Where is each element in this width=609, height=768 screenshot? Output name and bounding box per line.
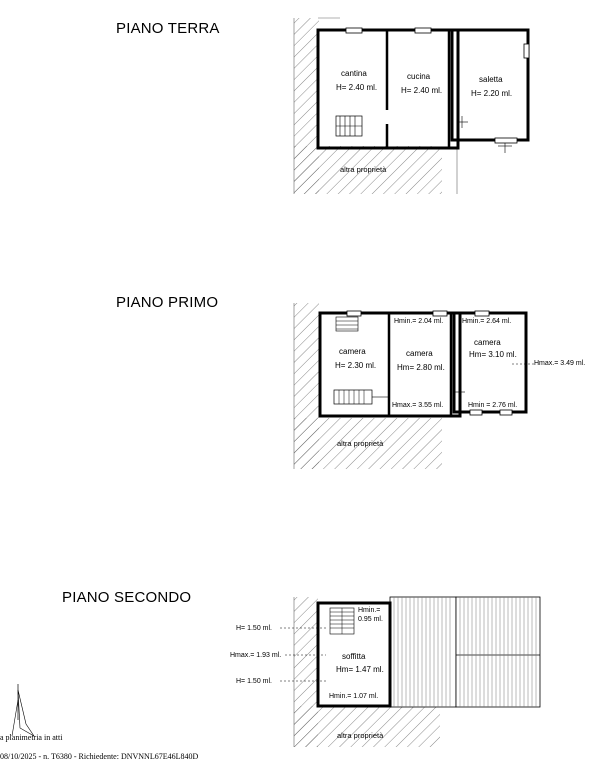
room-height-saletta: H= 2.20 ml. (471, 89, 512, 98)
note-hmin-2-64: Hmin.= 2.64 ml. (462, 318, 511, 325)
room-height-camera-3: Hm= 3.10 ml. (469, 350, 517, 359)
roof-hatch (389, 596, 541, 708)
ground-stairs (335, 115, 363, 137)
second-stairs (329, 607, 355, 635)
room-label-cucina: cucina (407, 72, 431, 81)
room-label-soffitta: soffitta (342, 652, 366, 661)
first-floor-plan: camera H= 2.30 ml. camera Hm= 2.80 ml. c… (293, 303, 585, 469)
north-arrow-icon (11, 684, 35, 737)
note-hmax-1-93: Hmax.= 1.93 ml. (230, 652, 281, 659)
room-height-soffitta: Hm= 1.47 ml. (336, 665, 384, 674)
room-height-cucina: H= 2.40 ml. (401, 86, 442, 95)
note-hmax-3-49: Hmax.= 3.49 ml. (534, 360, 585, 367)
note-hmin-top-value: 0.95 ml. (358, 616, 383, 623)
neighbor-label-first: altra proprietà (337, 439, 384, 448)
room-label-camera-1: camera (339, 347, 366, 356)
footer-caption: a planimetria in atti (0, 733, 63, 742)
note-hmax-3-55: Hmax.= 3.55 ml. (392, 402, 443, 409)
first-floor-title: PIANO PRIMO (116, 294, 219, 311)
second-bottom-hatch (294, 706, 440, 747)
note-h-1-50-bottom: H= 1.50 ml. (236, 678, 272, 685)
first-wall-right-room (452, 311, 528, 414)
first-stairs (333, 316, 388, 405)
neighbor-label-ground: altra proprietà (340, 165, 387, 174)
note-hmin-2-76: Hmin = 2.76 ml. (468, 402, 517, 409)
first-bottom-hatch (294, 418, 442, 469)
room-height-camera-1: H= 2.30 ml. (335, 361, 376, 370)
note-h-1-50-top: H= 1.50 ml. (236, 625, 272, 632)
ground-floor-plan: cantina H= 2.40 ml. cucina H= 2.40 ml. s… (293, 17, 530, 194)
second-floor-plan: Hmin.= 0.95 ml. H= 1.50 ml. Hmax.= 1.93 … (230, 596, 541, 747)
ground-wall-saletta (450, 28, 530, 142)
note-hmin-1-07: Hmin.= 1.07 ml. (329, 693, 378, 700)
second-floor-title: PIANO SECONDO (62, 589, 192, 606)
ground-bottom-hatch (294, 146, 442, 194)
room-label-saletta: saletta (479, 75, 503, 84)
note-hmin-2-04: Hmin.= 2.04 ml. (394, 318, 443, 325)
room-label-camera-2: camera (406, 349, 433, 358)
note-hmin-top-label: Hmin.= (358, 607, 380, 614)
room-label-cantina: cantina (341, 69, 367, 78)
footer-request-info: 08/10/2025 - n. T6380 - Richiedente: DNV… (0, 752, 199, 761)
room-height-camera-2: Hm= 2.80 ml. (397, 363, 445, 372)
room-height-cantina: H= 2.40 ml. (336, 83, 377, 92)
room-label-camera-3: camera (474, 338, 501, 347)
ground-floor-title: PIANO TERRA (116, 20, 220, 37)
neighbor-label-second: altra proprietà (337, 731, 384, 740)
